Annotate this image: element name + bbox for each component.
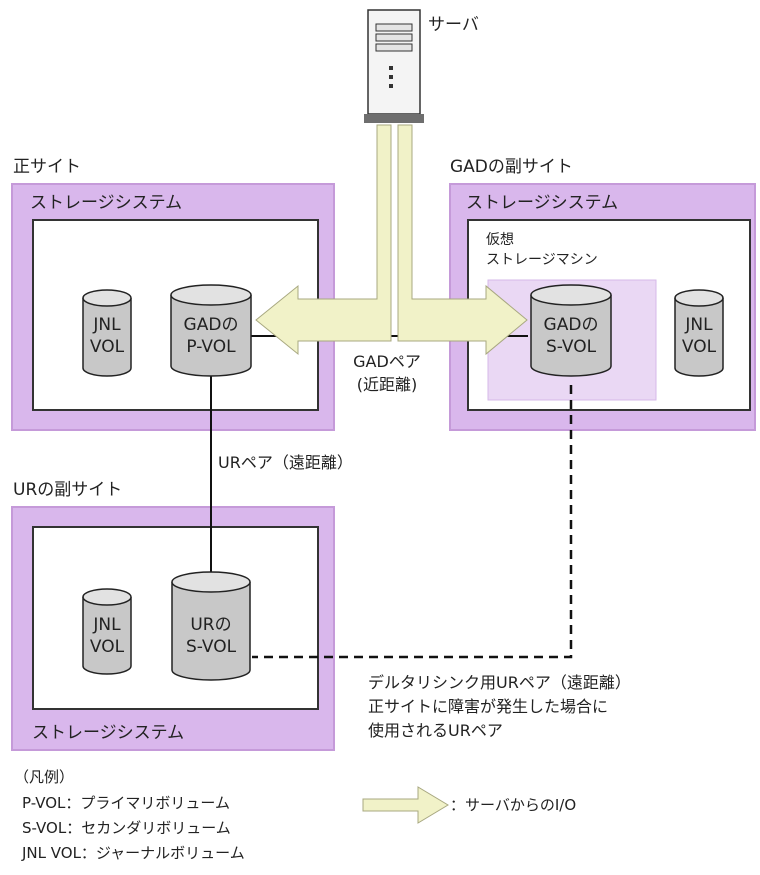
delta-resync-line1: デルタリシンク用URペア（遠距離）: [368, 673, 631, 692]
virtual-storage-line1: 仮想: [486, 232, 514, 248]
ur-svol-line1: URの: [190, 615, 231, 635]
delta-resync-line3: 使用されるURペア: [368, 721, 503, 740]
ur-secondary-jnl-vol-line1: JNL: [92, 615, 121, 635]
delta-resync-line2: 正サイトに障害が発生した場合に: [368, 697, 608, 716]
io-arrow-to-gad-secondary: [397, 124, 528, 356]
ur-secondary-storage-label: ストレージシステム: [32, 723, 184, 743]
io-arrow-to-primary: [255, 124, 392, 356]
legend-io-arrow-icon: [362, 786, 449, 824]
gad-pair-label: GADペア: [353, 352, 421, 371]
server-label: サーバ: [428, 15, 479, 35]
legend-entry-jnlvol: JNL VOL：ジャーナルボリューム: [21, 844, 245, 862]
gad-secondary-storage-label: ストレージシステム: [466, 193, 618, 213]
primary-jnl-vol-line1: JNL: [92, 315, 121, 335]
ur-secondary-jnl-vol-cylinder: [82, 588, 132, 675]
ur-secondary-jnl-vol-line2: VOL: [90, 637, 125, 657]
legend-entry-svol: S-VOL：セカンダリボリューム: [22, 819, 231, 837]
delta-resync-dashed-line: [252, 385, 573, 659]
ur-pair-label: URペア（遠距離）: [218, 453, 353, 472]
legend-arrow-label: ：サーバからのI/O: [450, 796, 576, 814]
gad-pvol-line1: GADの: [184, 315, 239, 335]
gad-svol-line1: GADの: [544, 315, 599, 335]
primary-site-title: 正サイト: [13, 157, 81, 177]
gad-secondary-jnl-vol-line1: JNL: [684, 315, 713, 335]
gad-pvol-cylinder: [170, 284, 252, 377]
primary-jnl-vol-cylinder: [82, 289, 132, 377]
gad-secondary-jnl-vol-line2: VOL: [682, 337, 717, 357]
gad-secondary-site-title: GADの副サイト: [450, 157, 573, 177]
gad-svol-line2: S-VOL: [546, 337, 597, 357]
primary-storage-label: ストレージシステム: [30, 193, 182, 213]
ur-svol-line2: S-VOL: [186, 637, 237, 657]
legend-title: （凡例）: [14, 768, 74, 786]
ur-secondary-site-title: URの副サイト: [13, 480, 122, 500]
virtual-storage-line2: ストレージマシン: [486, 252, 598, 268]
legend-entry-pvol: P-VOL：プライマリボリューム: [22, 794, 230, 812]
gad-pvol-line2: P-VOL: [186, 337, 236, 357]
gad-pair-distance: (近距離): [357, 375, 418, 394]
server-icon: [364, 9, 424, 123]
ur-svol-cylinder: [171, 571, 251, 681]
primary-jnl-vol-line2: VOL: [90, 337, 125, 357]
gad-svol-cylinder: [530, 284, 612, 377]
gad-secondary-jnl-vol-cylinder: [674, 289, 724, 377]
